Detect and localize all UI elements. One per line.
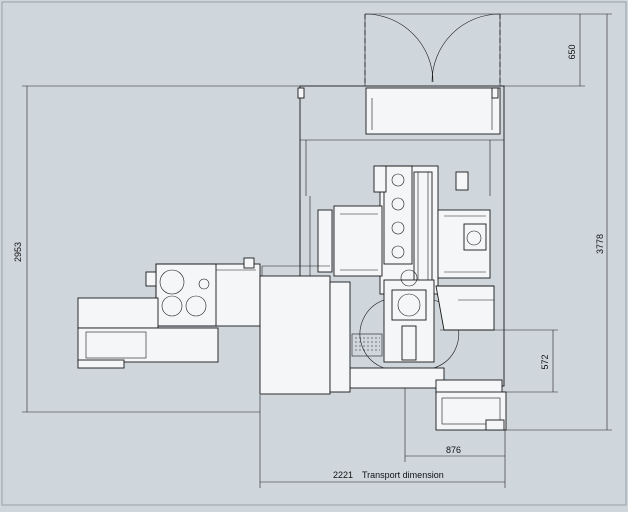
- door-swing: [364, 13, 501, 86]
- dim-text-2221: 2221: [333, 470, 353, 480]
- machine-enclosure: [297, 85, 507, 431]
- dim-text-3778: 3778: [595, 234, 605, 254]
- dim-text-transport: Transport dimension: [362, 470, 444, 480]
- dim-text-572: 572: [540, 354, 550, 369]
- dim-text-650: 650: [567, 44, 577, 59]
- dim-text-876: 876: [446, 445, 461, 455]
- dim-text-2953: 2953: [13, 242, 23, 262]
- dimension-lines: [22, 13, 612, 488]
- left-peripherals: [77, 200, 351, 395]
- chip-hatch: [351, 333, 383, 357]
